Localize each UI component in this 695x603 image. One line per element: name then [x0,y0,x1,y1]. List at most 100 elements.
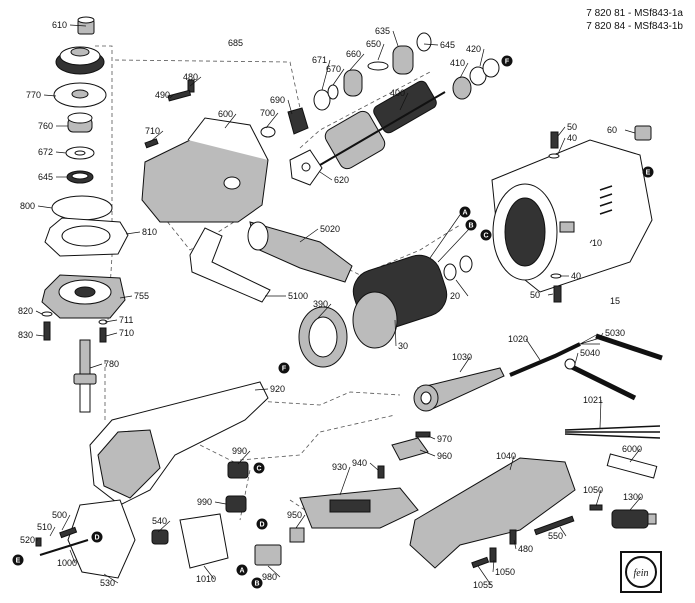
part-30-field [352,211,471,349]
leader-line-620 [319,171,333,181]
part-label-490: 490 [155,90,170,100]
part-label-410: 410 [450,58,465,68]
part-label-50: 50 [567,122,577,132]
leader-line-410 [459,62,469,79]
part-label-1021: 1021 [583,395,603,405]
part-1020-cable [509,333,601,377]
screws-upper-left [144,79,195,149]
leader-line-50b [547,293,554,296]
part-label-830: 830 [18,330,33,340]
leader-line-1055 [477,565,492,586]
fein-logo-text: fein [634,568,649,579]
leader-line-710 [149,130,164,143]
leader-line-770 [43,94,57,97]
leader-line-660 [349,53,365,71]
leader-line-671 [321,59,331,91]
part-label-610: 610 [52,20,67,30]
leader-line-1020 [525,338,541,361]
marker-circle [278,362,290,374]
part-1010-cover [179,513,229,569]
leader-line-50 [557,126,566,137]
marker-circle [501,55,513,67]
leader-line-510 [49,526,56,537]
leader-line-920 [254,388,269,391]
leader-line-930 [339,466,351,496]
part-label-530: 530 [100,578,115,588]
part-label-980: 980 [262,572,277,582]
part-620-plate [289,149,323,186]
part-label-540: 540 [152,516,167,526]
leader-line-20 [455,279,469,297]
part-label-690: 690 [270,95,285,105]
leader-line-672 [55,151,67,154]
leader-line-5030 [599,332,604,339]
part-label-600: 600 [218,109,233,119]
part-780-spindle [73,339,97,413]
leader-line-5020 [299,228,319,243]
leader-line-1050 [595,489,602,507]
leader-line-1021 [599,399,602,429]
part-label-920: 920 [270,384,285,394]
part-990-switches [225,461,249,513]
marker-letter: A [462,210,467,217]
part-755-flange [41,274,126,319]
connection-marker-d: D [256,518,268,530]
part-label-520: 520 [20,535,35,545]
part-label-755: 755 [134,291,149,301]
leader-line-5040 [574,352,579,365]
marker-circle [253,462,265,474]
part-label-1050b: 1050 [495,567,515,577]
part-600-gear-housing [141,117,269,223]
part-label-510: 510 [37,522,52,532]
marker-letter: E [646,170,651,177]
part-690-pinion [260,107,309,138]
part-label-645: 645 [440,40,455,50]
part-label-390: 390 [313,299,328,309]
part-label-5040: 5040 [580,348,600,358]
part-label-1010: 1010 [196,574,216,584]
marker-circle [465,219,477,231]
leader-line-610 [69,24,87,27]
leader-line-1300 [629,496,642,511]
marker-circle [236,564,248,576]
part-6000-tube [606,453,658,479]
part-label-1055: 1055 [473,580,493,590]
leader-line-550 [559,526,567,537]
part-label-670: 670 [326,64,341,74]
part-label-760: 760 [38,121,53,131]
leader-line-810 [125,231,141,235]
part-label-50b: 50 [530,290,540,300]
leader-line-710b [105,332,118,337]
part-1021-wires [564,425,661,439]
marker-letter: C [483,233,488,240]
part-980-switch [254,544,282,566]
part-20-washers [443,255,473,281]
part-label-20: 20 [450,291,460,301]
armature-bearings [313,32,432,111]
leader-line-490 [169,94,174,99]
part-label-5100: 5100 [288,291,308,301]
part-label-5020: 5020 [320,224,340,234]
part-390-ring [298,306,348,368]
part-label-6000: 6000 [622,444,642,454]
part-label-780: 780 [104,359,119,369]
leader-line-635 [392,30,399,47]
leader-line-1050b [492,559,495,573]
leader-line-960 [419,449,436,457]
connection-marker-c: C [480,229,492,241]
part-label-990b: 990 [197,497,212,507]
part-label-710b: 710 [119,328,134,338]
marker-letter: F [282,366,287,373]
part-60 [634,125,652,141]
connection-marker-f: F [278,362,290,374]
part-label-990: 990 [232,446,247,456]
part-685-bevel-gear [55,46,105,75]
leader-line-480 [189,76,202,87]
part-930-switch-assembly [299,487,419,529]
part-label-950: 950 [287,510,302,520]
part-label-60: 60 [607,125,617,135]
connection-marker-a: A [236,564,248,576]
part-label-671: 671 [312,55,327,65]
part-label-770: 770 [26,90,41,100]
